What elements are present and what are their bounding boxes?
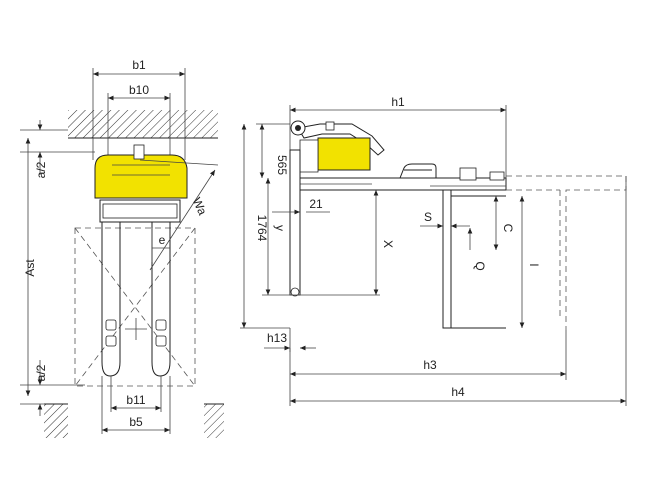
565-label: 565: [275, 155, 289, 175]
c-label: C: [501, 224, 515, 233]
x-label: X: [381, 240, 395, 248]
fork-side-view: [442, 189, 452, 329]
s-label: S: [424, 210, 432, 224]
truck-body-top-view: [94, 154, 188, 199]
b1-label: b1: [132, 58, 146, 72]
truck-body-side-view: [317, 137, 371, 171]
top-wall-hatch: [68, 110, 218, 138]
load-handle: [399, 163, 437, 179]
wa-label: Wa: [190, 195, 210, 217]
a2-top-label: a/2: [34, 161, 48, 178]
left-fork: [101, 222, 121, 377]
tiller-handle: [297, 123, 385, 156]
a2-bottom-label: a/2: [34, 364, 48, 381]
21-label: 21: [309, 197, 323, 211]
right-fork: [151, 222, 171, 377]
y-label: y: [273, 225, 287, 231]
b11-label: b11: [126, 393, 145, 407]
1764-label: 1764: [255, 215, 269, 242]
top-view: b1 b10 a/2 Ast a/2: [20, 58, 224, 438]
h4-label: h4: [451, 385, 465, 399]
bottom-left-wall-hatch: [44, 404, 68, 438]
mast: [289, 149, 301, 296]
e-label: e: [159, 233, 166, 247]
side-view: h1 565 1764: [240, 95, 627, 406]
q-label: Q: [473, 261, 487, 270]
h1-label: h1: [391, 95, 405, 109]
h13-label: h13: [267, 331, 287, 345]
b5-label: b5: [129, 415, 143, 429]
pallet-outline: [74, 227, 196, 387]
l-label: l: [527, 264, 541, 267]
bottom-right-wall-hatch: [204, 404, 224, 438]
ast-label: Ast: [23, 259, 37, 277]
h3-label: h3: [423, 358, 437, 372]
b10-label: b10: [129, 83, 149, 97]
load-extension-outline: [506, 175, 627, 330]
drive-unit-frame: [99, 199, 181, 223]
